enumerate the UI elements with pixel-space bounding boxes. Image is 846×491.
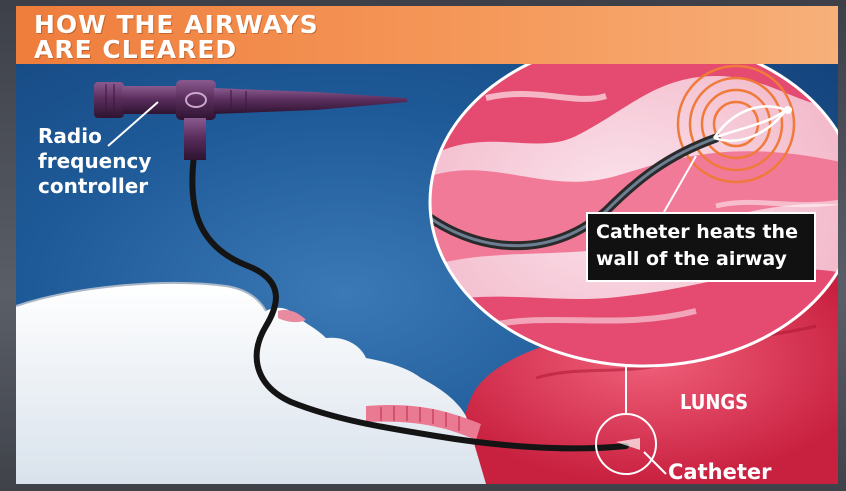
callout-box: Catheter heats the wall of the airway <box>586 212 816 282</box>
controller-label-line-1: Radio <box>38 124 151 149</box>
catheter-label: Catheter <box>668 460 771 484</box>
callout-line-2: wall of the airway <box>588 246 814 273</box>
controller-label: Radio frequency controller <box>38 124 151 199</box>
title-bar: HOW THE AIRWAYS ARE CLEARED <box>16 6 838 64</box>
callout-line-1: Catheter heats the <box>588 214 814 246</box>
title-line-2: ARE CLEARED <box>34 35 237 64</box>
illustration-panel: HOW THE AIRWAYS ARE CLEARED Radio freque… <box>16 6 838 484</box>
patient-body-shape <box>16 283 486 484</box>
lungs-label: LUNGS <box>680 390 748 414</box>
controller-label-line-3: controller <box>38 174 151 199</box>
controller-label-line-2: frequency <box>38 149 151 174</box>
